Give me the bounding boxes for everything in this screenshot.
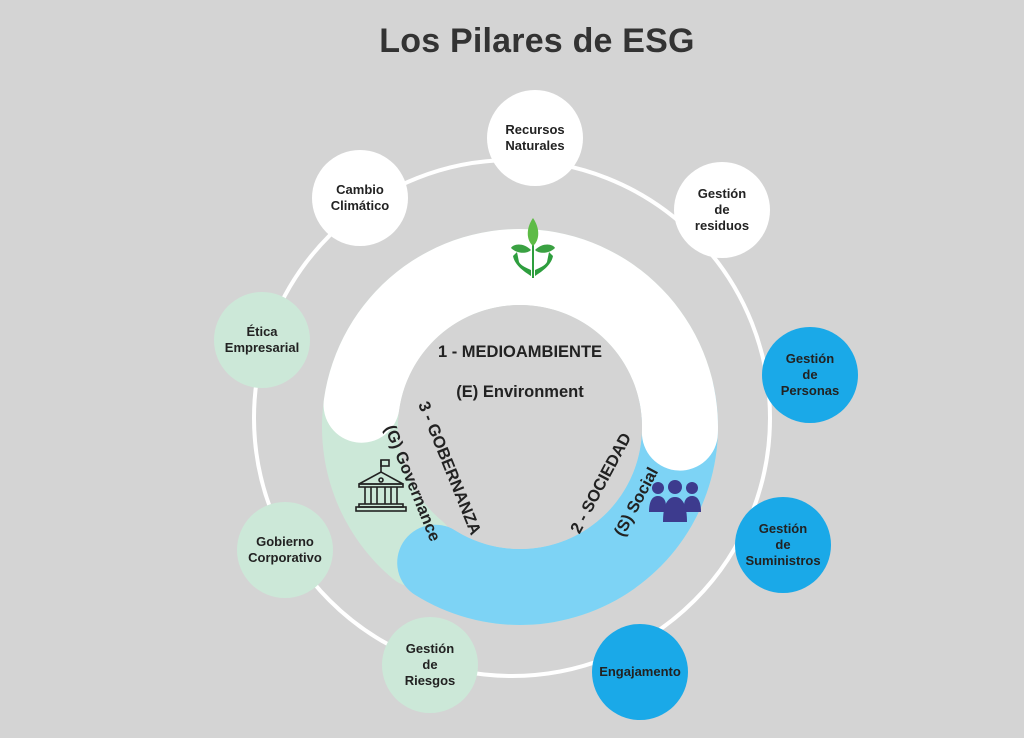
topic-node: Gestión de Personas: [762, 327, 858, 423]
topic-node: Ética Empresarial: [214, 292, 310, 388]
topic-node: Engajamento: [592, 624, 688, 720]
topic-node: Gobierno Corporativo: [237, 502, 333, 598]
topic-node: Gestión de residuos: [674, 162, 770, 258]
topic-node: Gestión de Suministros: [735, 497, 831, 593]
government-building-icon: [355, 459, 407, 512]
plant-hands-icon: [511, 218, 555, 278]
people-group-icon: [649, 480, 701, 522]
topic-node: Gestión de Riesgos: [382, 617, 478, 713]
pillar-environment-subtitle: (E) Environment: [456, 383, 584, 401]
environment-segment: [323, 228, 718, 471]
topic-node: Recursos Naturales: [487, 90, 583, 186]
donut-center: [398, 305, 642, 549]
pillar-donut: [321, 228, 718, 625]
social-segment: [397, 355, 718, 625]
pillar-environment-label: 1 - MEDIOAMBIENTE (E) Environment: [410, 322, 630, 402]
topic-node: Cambio Climático: [312, 150, 408, 246]
pillar-environment-title: 1 - MEDIOAMBIENTE: [437, 343, 603, 361]
diagram-title: Los Pilares de ESG: [379, 22, 695, 60]
